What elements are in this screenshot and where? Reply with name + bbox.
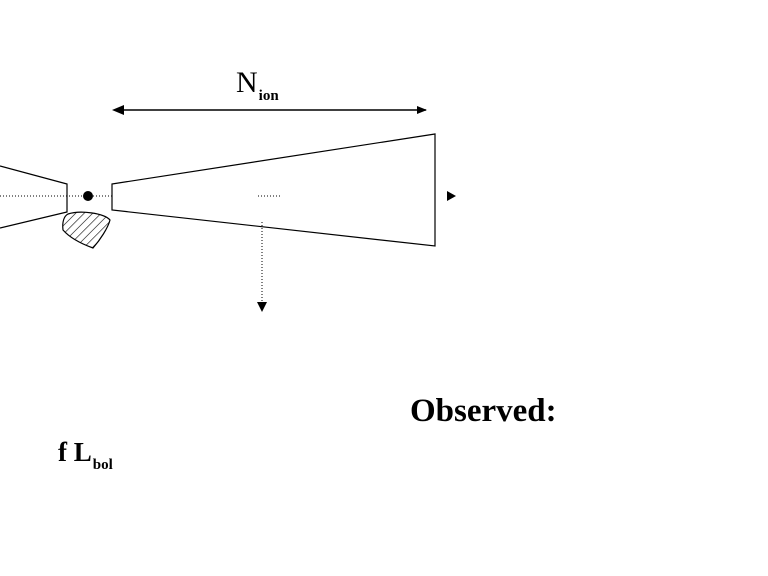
central-source-dot (83, 191, 93, 201)
downward-arrowhead (257, 302, 267, 312)
n-ion-subscript: ion (258, 88, 279, 104)
left-cone (0, 165, 68, 229)
hatched-cloud (62, 211, 111, 249)
outflow-arrowhead (447, 191, 456, 201)
n-ion-main: N (236, 66, 258, 99)
n-ion-label: Nion (236, 66, 279, 104)
n-ion-arrow-left-head (112, 105, 124, 115)
f-lbol-label: f Lbol (58, 437, 113, 473)
f-lbol-subscript: bol (92, 457, 113, 473)
f-lbol-main: f L (58, 437, 92, 467)
observed-label: Observed: (410, 393, 557, 429)
ionization-cone (111, 133, 436, 247)
